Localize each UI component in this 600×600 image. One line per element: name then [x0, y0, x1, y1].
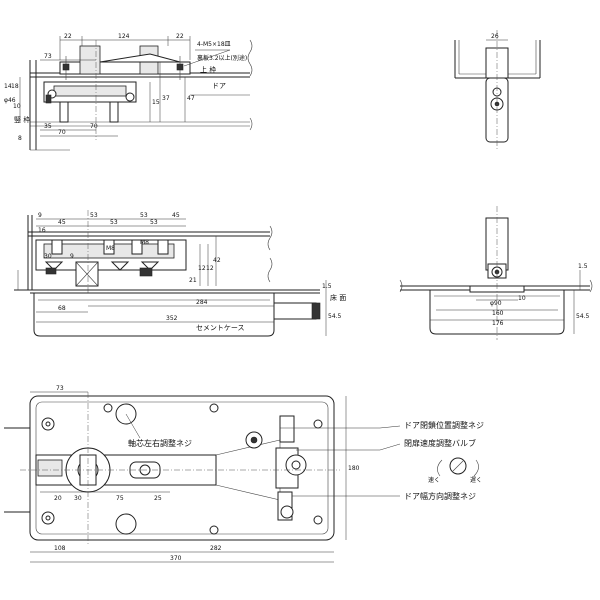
dim-1-5-right: 1.5 [578, 263, 588, 270]
label-cement-case: セメントケース [196, 324, 245, 332]
dim-42: 42 [213, 257, 221, 264]
dim-45a: 45 [58, 219, 66, 226]
dim-9b: 9 [70, 253, 74, 260]
dim-53d: 53 [150, 219, 158, 226]
dim-8: 8 [18, 135, 22, 142]
dim-12a: 12 [198, 265, 206, 272]
dim-70b: 70 [90, 123, 98, 130]
label-slow: 遅く [470, 477, 482, 484]
dim-16: 16 [38, 227, 46, 234]
dim-30-plan: 30 [74, 495, 82, 502]
dim-14: 14 [4, 83, 12, 90]
dim-21: 21 [189, 277, 197, 284]
dim-22b: 22 [176, 33, 184, 40]
label-upper-frame: 上 枠 [200, 65, 216, 74]
view-top-right: 26 [454, 30, 541, 150]
dim-75-plan: 75 [116, 495, 124, 502]
dim-176: 176 [492, 320, 504, 327]
dim-370-plan: 370 [170, 555, 182, 562]
dim-phi46: φ46 [4, 97, 16, 104]
dim-1-5: 1.5 [322, 283, 332, 290]
label-floor: 床 面 [330, 293, 346, 302]
dim-53a: 53 [90, 212, 98, 219]
dim-68: 68 [58, 305, 66, 312]
label-speed-valve: 閉扉速度調整バルブ [404, 438, 476, 448]
dim-124: 124 [118, 33, 130, 40]
dim-m8b: M8 [140, 239, 149, 246]
dim-73: 73 [44, 53, 52, 60]
label-close-pos-adjust: ドア閉鎖位置調整ネジ [404, 420, 484, 430]
dim-37: 37 [162, 95, 170, 102]
dim-108-plan: 108 [54, 545, 66, 552]
dim-20-plan: 20 [54, 495, 62, 502]
view-mid-left: 9 45 53 53 45 53 53 16 30 9 M8 M8 21 12 … [14, 210, 346, 337]
dim-10: 10 [13, 103, 21, 110]
view-top-left: 22 124 22 73 14 18 φ46 10 8 35 70 70 15 … [4, 33, 253, 151]
dim-54-5-right: 54.5 [576, 313, 590, 320]
dim-282-plan: 282 [210, 545, 222, 552]
dim-12b: 12 [206, 265, 214, 272]
dim-180-plan: 180 [348, 465, 360, 472]
dim-54-5: 54.5 [328, 313, 342, 320]
view-mid-right: φ90 160 176 54.5 1.5 10 [399, 206, 593, 340]
dim-160: 160 [492, 310, 504, 317]
dim-m8a: M8 [106, 245, 115, 252]
dim-73-plan: 73 [56, 385, 64, 392]
dim-47: 47 [187, 95, 195, 102]
dim-53c: 53 [110, 219, 118, 226]
dim-284: 284 [196, 299, 208, 306]
screw-spec: 4-M5×18皿 [197, 41, 231, 48]
dim-53b: 53 [140, 212, 148, 219]
dim-26: 26 [491, 33, 499, 40]
dim-15: 15 [152, 99, 160, 106]
dim-25-plan: 25 [154, 495, 162, 502]
dim-18: 18 [11, 83, 19, 90]
label-door: ドア [212, 82, 226, 90]
dim-9: 9 [38, 212, 42, 219]
dim-phi90: φ90 [490, 300, 502, 307]
dim-45b: 45 [172, 212, 180, 219]
dim-30: 30 [44, 253, 52, 260]
label-vertical-frame: 竪 枠 [14, 115, 30, 124]
label-fast: 速く [428, 477, 440, 484]
dim-352: 352 [166, 315, 178, 322]
dim-35: 35 [44, 123, 52, 130]
screw-note: 裏板3.2以上(別途) [197, 54, 247, 62]
dim-10-right: 10 [518, 295, 526, 302]
label-width-adjust: ドア幅方向調整ネジ [404, 491, 476, 501]
label-axis-adjust: 軸芯左右調整ネジ [128, 438, 192, 448]
dim-22a: 22 [64, 33, 72, 40]
view-bottom-plan: 73 20 30 75 25 108 282 370 180 軸芯左右調整ネジ … [4, 385, 484, 563]
dim-70a: 70 [58, 129, 66, 136]
